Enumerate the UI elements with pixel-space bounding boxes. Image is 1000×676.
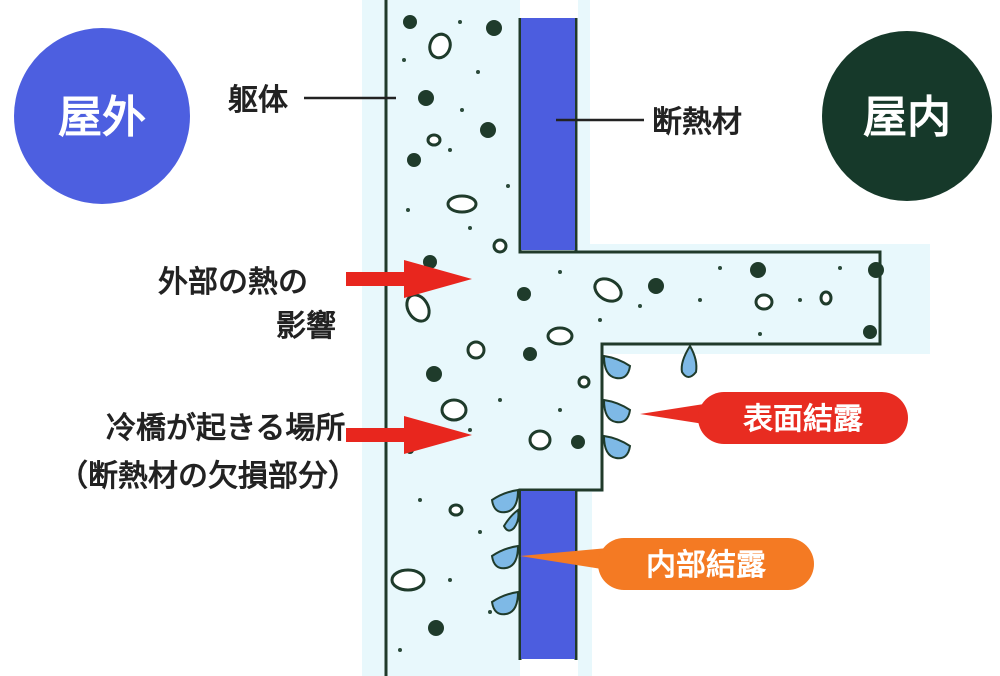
internal-condensation-callout: 内部結露 bbox=[520, 538, 814, 590]
insulation-lower bbox=[521, 491, 575, 659]
insulation-upper bbox=[521, 18, 575, 250]
indoor-badge: 屋内 bbox=[822, 31, 992, 201]
aggregate-small-dots bbox=[398, 20, 842, 652]
external-heat-arrow bbox=[346, 260, 472, 298]
concrete-structure bbox=[362, 0, 930, 676]
thermal-bridge-arrow bbox=[346, 416, 472, 454]
internal-condensation-label: 内部結露 bbox=[646, 548, 767, 583]
thermal-bridge-label-line2: （断熱材の欠損部分） bbox=[58, 459, 358, 494]
condensation-droplets bbox=[490, 344, 698, 616]
outdoor-label: 屋外 bbox=[58, 92, 146, 143]
aggregate-pebbles bbox=[390, 32, 833, 592]
structure-label: 躯体 bbox=[228, 83, 289, 118]
surface-condensation-callout: 表面結露 bbox=[640, 392, 908, 444]
surface-condensation-label: 表面結露 bbox=[743, 402, 864, 437]
external-heat-label-line2: 影響 bbox=[276, 309, 336, 344]
thermal-bridge-label-line1: 冷橋が起きる場所 bbox=[106, 411, 345, 446]
outdoor-badge: 屋外 bbox=[14, 28, 190, 204]
insulation-label: 断熱材 bbox=[652, 105, 742, 140]
aggregate-dots bbox=[403, 15, 884, 636]
external-heat-label-line1: 外部の熱の bbox=[158, 265, 308, 300]
indoor-label: 屋内 bbox=[863, 92, 951, 143]
